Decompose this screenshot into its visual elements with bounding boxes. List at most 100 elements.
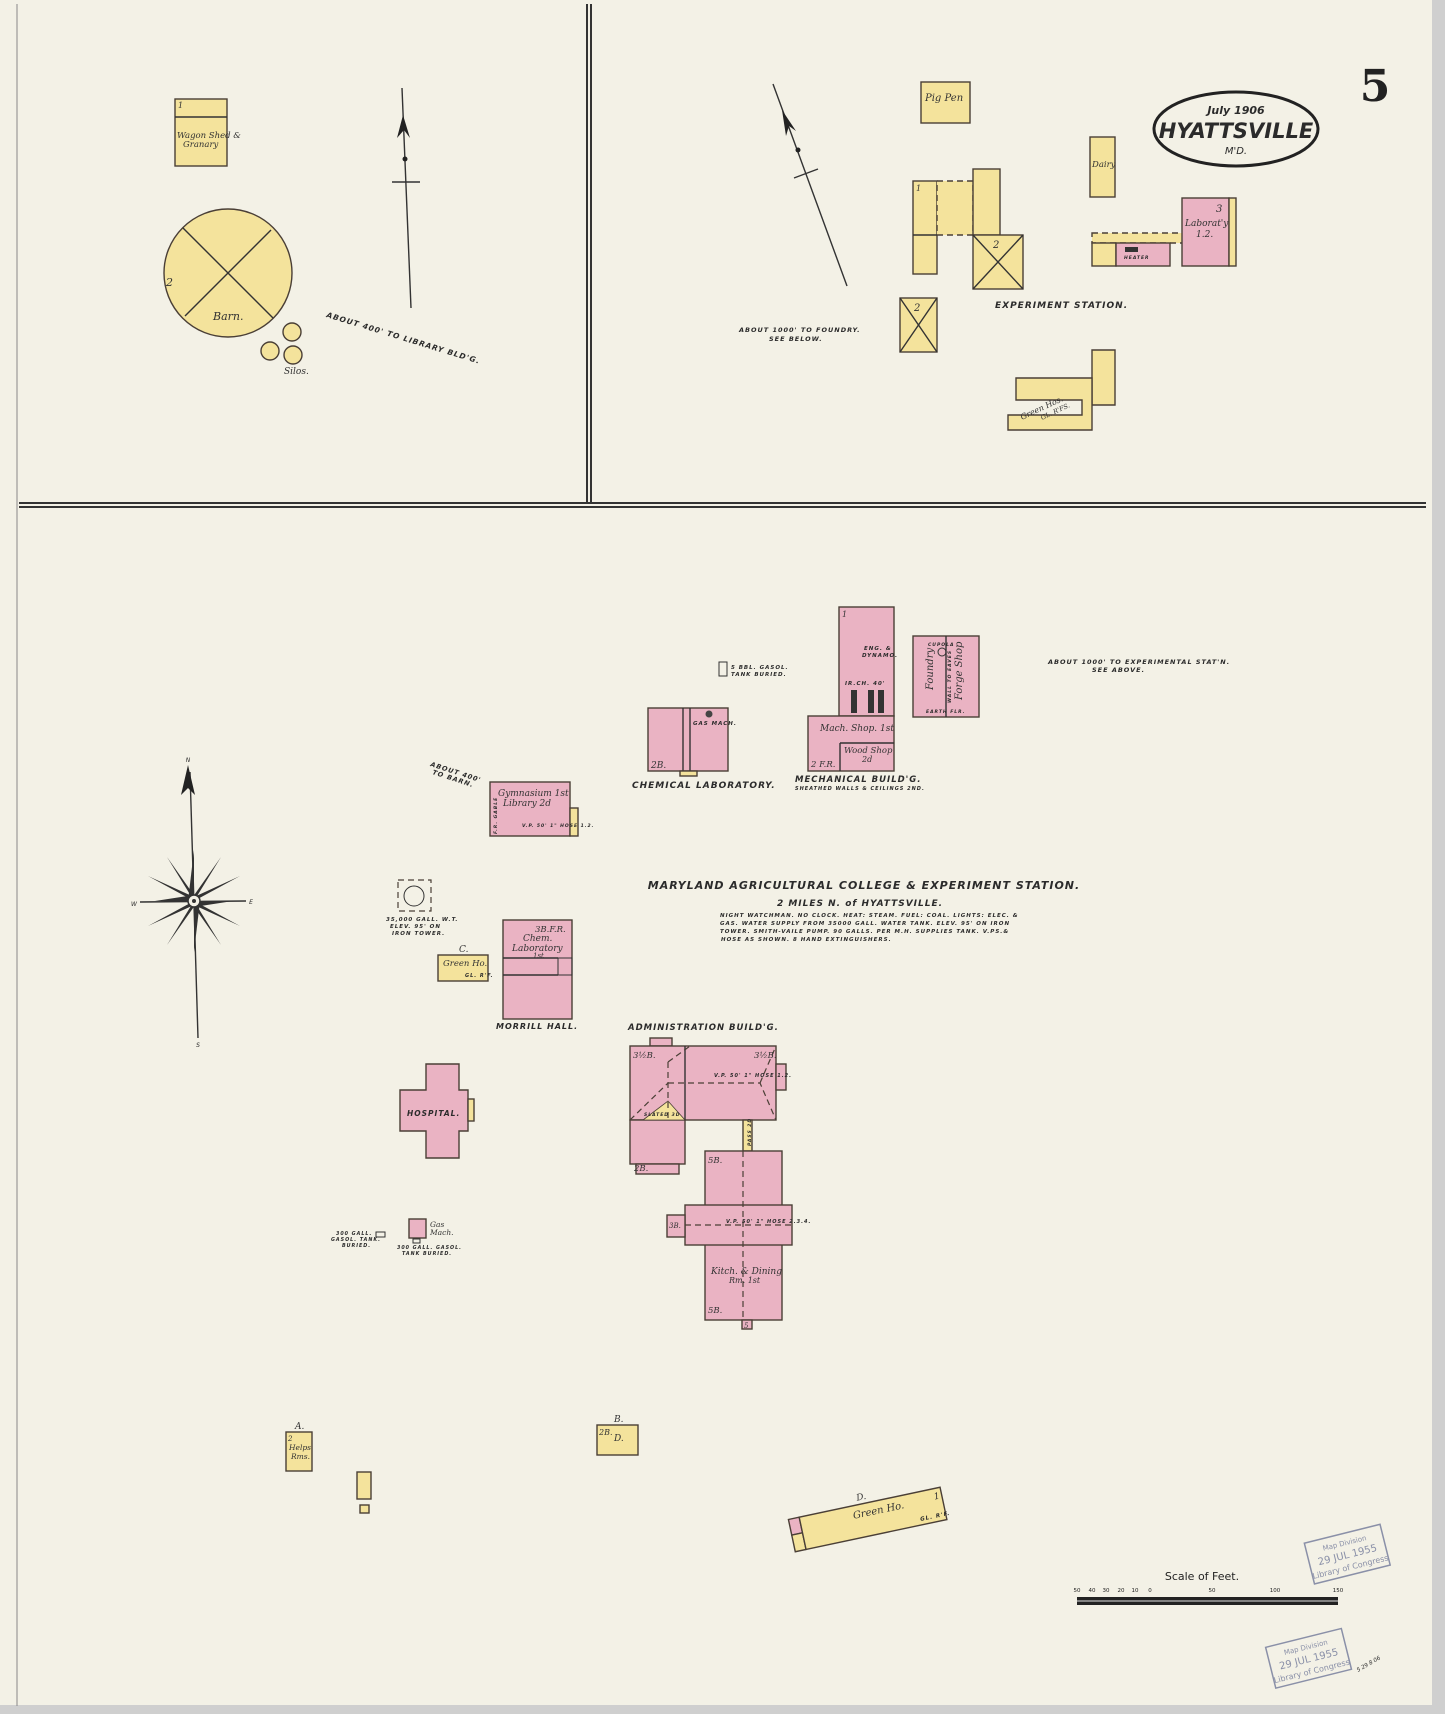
dairy: Dairy (1089, 136, 1116, 198)
filing-note: 5 29 8 06 (1356, 1655, 1382, 1674)
svg-text:WALL TO EAVES: WALL TO EAVES (947, 650, 953, 703)
page-edge (1432, 0, 1445, 1714)
svg-text:N: N (186, 757, 191, 764)
scale-tick-label: 10 (1132, 1588, 1139, 1594)
svg-text:3½B.: 3½B. (633, 1050, 656, 1061)
svg-text:Pig Pen: Pig Pen (924, 93, 963, 104)
hospital: HOSPITAL. (399, 1063, 475, 1159)
svg-text:35,000 GALL. W.T.: 35,000 GALL. W.T. (386, 917, 459, 923)
library-of-congress-stamp: Map Division 29 JUL 1955 Library of Cong… (1303, 1523, 1392, 1585)
svg-text:1: 1 (178, 101, 183, 110)
note-foundry-distance: ABOUT 1000' TO FOUNDRY. (738, 326, 861, 334)
svg-text:300 GALL.: 300 GALL. (336, 1231, 372, 1237)
svg-text:2d: 2d (861, 755, 872, 764)
scale-tick-label: 40 (1089, 1588, 1096, 1594)
svg-text:C.: C. (459, 945, 469, 955)
svg-text:Scale of Feet.: Scale of Feet. (1165, 1570, 1239, 1583)
svg-text:SLATED 3D: SLATED 3D (644, 1112, 680, 1118)
svg-text:Chem.: Chem. (523, 934, 553, 944)
note-see-below: SEE BELOW. (769, 335, 823, 343)
svg-text:Wood Shop: Wood Shop (844, 746, 893, 756)
experiment-station-buildings: 2 2 1 (899, 168, 1024, 353)
svg-text:B.: B. (613, 1415, 624, 1425)
note-library-distance: ABOUT 400' TO LIBRARY BLD'G. (324, 310, 481, 366)
svg-text:NIGHT WATCHMAN. NO CLOCK. HEAT: NIGHT WATCHMAN. NO CLOCK. HEAT: STEAM. F… (720, 913, 1019, 919)
svg-text:2B.: 2B. (650, 761, 666, 771)
small-shed (356, 1471, 372, 1514)
college-title: MARYLAND AGRICULTURAL COLLEGE & EXPERIME… (648, 879, 1080, 892)
gasol-tank-5bbl: 5 BBL. GASOL. TANK BURIED. (718, 661, 789, 678)
library-of-congress-stamp: Map Division 29 JUL 1955 Library of Cong… (1264, 1627, 1353, 1690)
svg-text:W: W (131, 901, 138, 908)
svg-text:V.P. 50' 1" HOSE 1.2.: V.P. 50' 1" HOSE 1.2. (714, 1073, 792, 1079)
svg-text:3: 3 (1216, 204, 1222, 215)
scale-tick-label: 50 (1209, 1588, 1216, 1594)
svg-text:1: 1 (916, 184, 921, 193)
svg-text:V.P. 50' 1" HOSE 1.2.: V.P. 50' 1" HOSE 1.2. (522, 823, 594, 829)
barn: 2 Barn. (163, 208, 293, 338)
foundry-forge-shop: CUPOLA Foundry Forge Shop WALL TO EAVES … (912, 635, 980, 718)
north-arrow-icon (392, 87, 420, 309)
svg-text:E: E (249, 899, 253, 906)
svg-text:S: S (196, 1042, 200, 1049)
college-notes: NIGHT WATCHMAN. NO CLOCK. HEAT: STEAM. F… (720, 913, 1019, 943)
svg-text:EARTH FLR.: EARTH FLR. (926, 709, 965, 715)
green-house-c: C. Green Ho. GL. R'F. (437, 945, 494, 982)
scale-tick-label: 150 (1333, 1588, 1344, 1594)
gas-machine-house: Gas Mach. 300 GALL. GASOL. TANK BURIED. (397, 1218, 461, 1257)
svg-text:Foundry: Foundry (925, 648, 936, 691)
chemical-laboratory: GAS MACH. 2B. CHEMICAL LABORATORY. (632, 707, 776, 791)
svg-text:July 1906: July 1906 (1205, 104, 1265, 117)
svg-text:HOSE AS SHOWN. 8 HAND EXTINGUI: HOSE AS SHOWN. 8 HAND EXTINGUISHERS. (721, 937, 892, 943)
svg-text:TANK BURIED.: TANK BURIED. (731, 672, 787, 678)
svg-text:HYATTSVILLE: HYATTSVILLE (1159, 119, 1314, 143)
scale-tick-label: 100 (1270, 1588, 1281, 1594)
svg-text:5B.: 5B. (708, 1306, 722, 1316)
svg-text:Gymnasium 1st: Gymnasium 1st (498, 789, 569, 799)
helps-rooms: A. 2 Helps Rms. (285, 1422, 313, 1472)
svg-text:CHEMICAL LABORATORY.: CHEMICAL LABORATORY. (632, 781, 776, 791)
svg-text:1.2.: 1.2. (1196, 230, 1213, 240)
gymnasium-library: Gymnasium 1st Library 2d V.P. 50' 1" HOS… (489, 781, 594, 837)
svg-text:TANK BURIED.: TANK BURIED. (402, 1251, 452, 1257)
svg-text:IR.CH. 40': IR.CH. 40' (845, 681, 885, 687)
svg-text:Green Ho.: Green Ho. (443, 959, 487, 969)
svg-text:3B.: 3B. (669, 1222, 681, 1230)
mechanical-building: 1 ENG. & DYNAMO. IR.CH. 40' Mach. Shop. … (795, 606, 925, 792)
svg-text:ENG. &: ENG. & (864, 646, 892, 652)
svg-text:GL. R'F.: GL. R'F. (465, 973, 494, 979)
svg-text:HOSPITAL.: HOSPITAL. (407, 1109, 460, 1118)
svg-text:3½B.: 3½B. (754, 1050, 777, 1061)
silos: Silos. (260, 322, 309, 377)
svg-text:5 BBL. GASOL.: 5 BBL. GASOL. (731, 665, 789, 671)
wagon-shed-granary: 1 Wagon Shed & Granary (174, 98, 241, 167)
svg-text:Dairy: Dairy (1091, 160, 1116, 170)
note-experimental-station: ABOUT 1000' TO EXPERIMENTAL STAT'N. (1047, 658, 1230, 666)
sheet-number: 5 (1360, 61, 1391, 112)
pig-pen: Pig Pen (920, 81, 971, 124)
svg-text:2: 2 (287, 1435, 293, 1443)
svg-text:HEATER: HEATER (1124, 255, 1150, 261)
svg-text:GAS. WATER SUPPLY FROM 35000 G: GAS. WATER SUPPLY FROM 35000 GALL. WATER… (720, 921, 1010, 927)
experiment-station-label: EXPERIMENT STATION. (995, 301, 1128, 311)
svg-text:MORRILL HALL.: MORRILL HALL. (496, 1022, 578, 1031)
svg-text:SHEATHED WALLS & CEILINGS 2ND.: SHEATHED WALLS & CEILINGS 2ND. (795, 786, 925, 792)
svg-text:Helps: Helps (288, 1443, 311, 1452)
building-b: B. 2B. D. (596, 1415, 639, 1456)
svg-text:Rms.: Rms. (290, 1452, 310, 1461)
svg-text:3B.F.R.: 3B.F.R. (535, 925, 566, 935)
svg-text:Barn.: Barn. (212, 310, 243, 323)
svg-text:5B.: 5B. (708, 1156, 722, 1166)
administration-building: ADMINISTRATION BUILD'G. PASS 2D 3½B. 3½B… (627, 1023, 810, 1330)
note-see-above: SEE ABOVE. (1092, 666, 1145, 674)
svg-text:GASOL. TANK.: GASOL. TANK. (331, 1237, 381, 1243)
svg-text:Wagon Shed &: Wagon Shed & (177, 131, 241, 141)
page-edge-bottom (0, 1705, 1445, 1714)
scale-tick-label: 20 (1118, 1588, 1125, 1594)
svg-text:D.: D. (855, 1492, 868, 1504)
svg-text:GAS MACH.: GAS MACH. (693, 721, 737, 727)
svg-text:ADMINISTRATION BUILD'G.: ADMINISTRATION BUILD'G. (627, 1023, 779, 1033)
